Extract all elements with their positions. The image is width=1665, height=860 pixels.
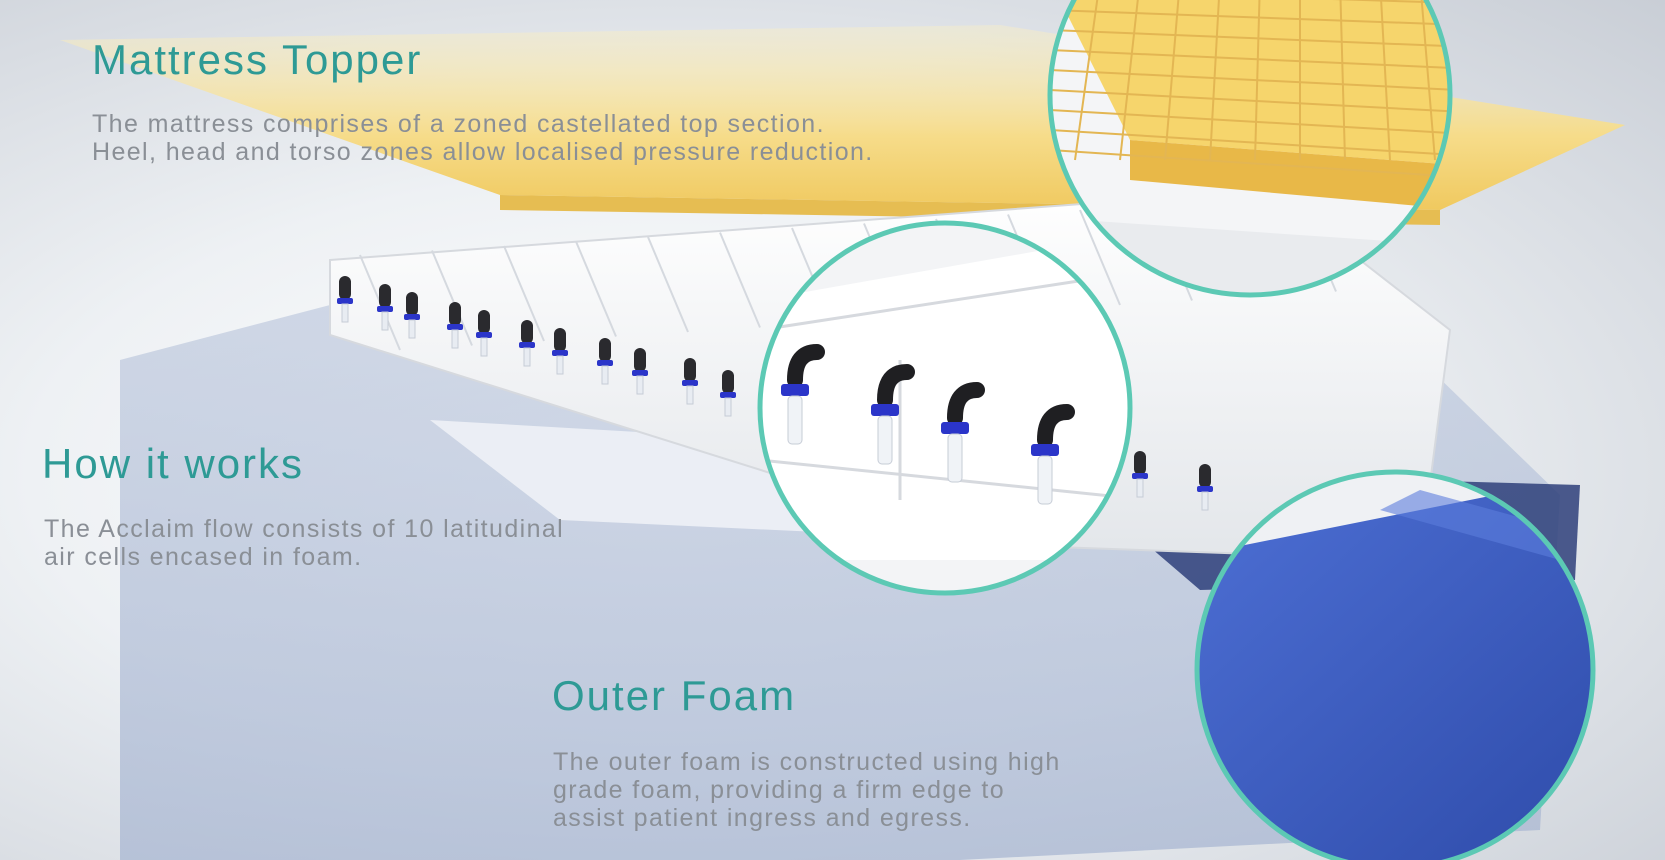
how-it-works-description: The Acclaim flow consists of 10 latitudi… [44, 515, 564, 571]
air-cell-callout [757, 220, 1133, 596]
outer-foam-heading: Outer Foam [552, 672, 797, 719]
air-valve-icon [519, 320, 535, 367]
air-valve-icon [597, 338, 613, 385]
air-valve-icon [476, 310, 492, 357]
air-valve-icon [1031, 404, 1075, 505]
outer-foam-line-3: assist patient ingress and egress. [553, 804, 972, 832]
air-valve-icon [682, 358, 698, 405]
air-valve-icon [781, 344, 825, 445]
outer-foam-callout [1194, 469, 1596, 860]
air-valve-icon [941, 382, 985, 483]
air-valve-icon [447, 302, 463, 349]
mattress-topper-description: The mattress comprises of a zoned castel… [92, 110, 874, 166]
how-it-works-heading: How it works [42, 440, 305, 487]
air-valve-icon [377, 284, 393, 331]
air-valve-icon [404, 292, 420, 339]
air-valve-icon [632, 348, 648, 395]
mattress-topper-heading: Mattress Topper [92, 36, 423, 83]
air-valve-icon [337, 276, 353, 323]
mattress-topper-line-2: Heel, head and torso zones allow localis… [92, 138, 874, 166]
air-valve-icon [871, 364, 915, 465]
air-valve-icon [552, 328, 568, 375]
how-it-works-line-1: The Acclaim flow consists of 10 latitudi… [44, 515, 565, 543]
outer-foam-description: The outer foam is constructed using high… [553, 748, 1061, 832]
mattress-topper-line-1: The mattress comprises of a zoned castel… [92, 110, 825, 138]
outer-foam-line-2: grade foam, providing a firm edge to [553, 776, 1006, 804]
air-valve-icon [1197, 464, 1213, 511]
how-it-works-line-2: air cells encased in foam. [44, 543, 363, 571]
outer-foam-line-1: The outer foam is constructed using high [553, 748, 1061, 776]
air-valve-icon [720, 370, 736, 417]
air-valve-icon [1132, 451, 1148, 498]
